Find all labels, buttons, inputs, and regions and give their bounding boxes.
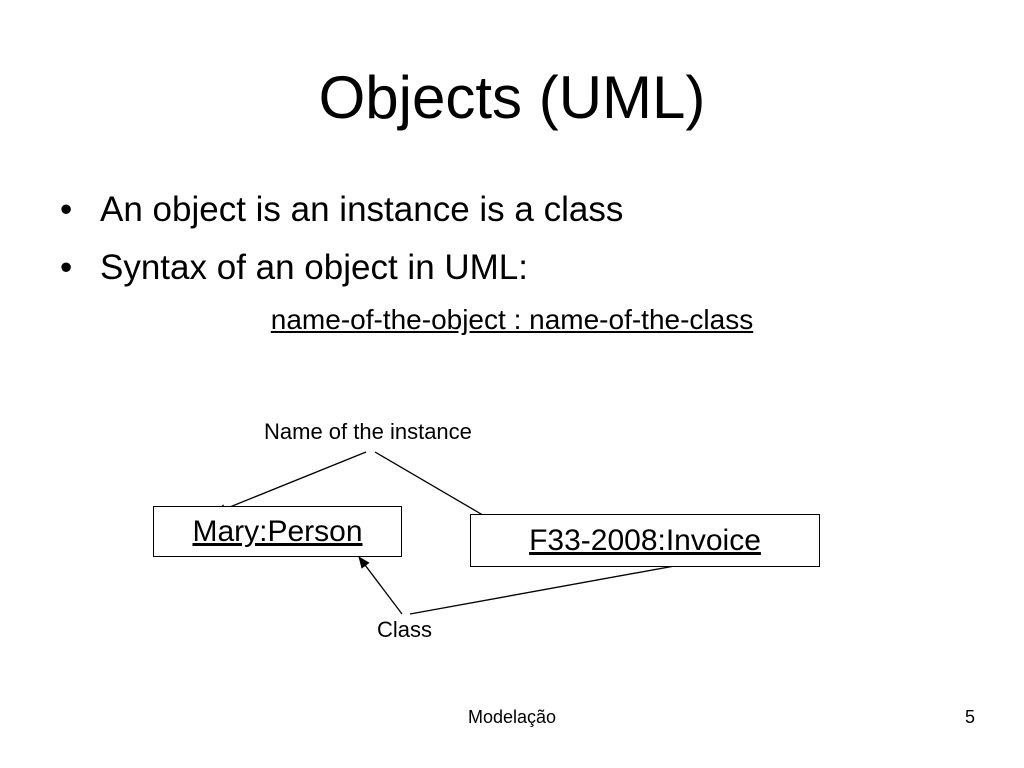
object-label: F33-2008:Invoice [529,524,761,557]
page-number: 5 [964,707,975,727]
instance-name-label: Name of the instance [264,419,472,444]
slide-title: Objects (UML) [318,64,706,131]
bullet-marker: • [60,190,73,229]
object-box-mary-person: Mary:Person [153,506,402,557]
object-box-invoice: F33-2008:Invoice [470,514,820,567]
footer-title: Modelação [467,707,557,727]
object-label: Mary:Person [192,515,363,548]
class-label: Class [377,617,433,642]
uml-syntax-line: name-of-the-object : name-of-the-class [270,304,754,335]
bullet-text: An object is an instance is a class [100,190,624,229]
bullet-list: • An object is an instance is a class • … [60,190,623,306]
arrow-instance-to-mary [214,451,367,514]
bullet-marker: • [60,248,73,287]
bullet-item: • An object is an instance is a class [60,190,623,230]
bullet-text: Syntax of an object in UML: [100,248,528,287]
arrow-class-to-person [358,556,403,615]
bullet-item: • Syntax of an object in UML: [60,248,623,288]
